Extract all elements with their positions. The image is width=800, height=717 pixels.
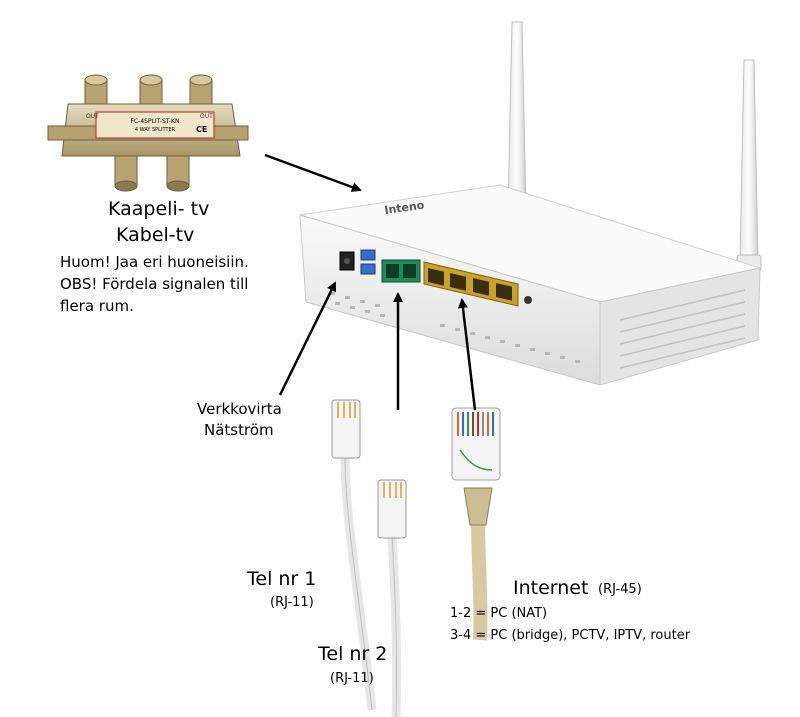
splitter-top-connectors — [84, 74, 213, 107]
connection-arrows — [264, 153, 477, 411]
splitter-note-sv-1: OBS! Fördela signalen till — [60, 275, 249, 293]
arrow-cable-tv — [264, 153, 362, 192]
cable-tv-label-fi: Kaapeli- tv — [108, 198, 210, 220]
splitter-port-label-left: OUT — [86, 113, 99, 120]
router-front-vents — [330, 292, 580, 363]
phone-cable-2 — [377, 479, 407, 717]
phone-cable-1 — [331, 399, 377, 711]
tel2-label: Tel nr 2 — [318, 643, 388, 665]
router-lan-ports — [423, 261, 519, 307]
ethernet-cable — [451, 407, 501, 641]
router-usb-port-1 — [360, 249, 376, 261]
splitter-sub-text: 4 WAY SPLITTER — [135, 127, 176, 133]
router-usb-port-2 — [360, 263, 376, 275]
power-label-fi: Verkkovirta — [197, 400, 282, 418]
splitter-ce-mark: CE — [196, 125, 207, 134]
router: Inteno — [299, 21, 762, 386]
lan-ports-1-2-note: 1-2 = PC (NAT) — [450, 606, 548, 621]
cable-tv-label-sv: Kabel-tv — [116, 224, 195, 246]
arrow-power — [278, 281, 337, 396]
internet-label: Internet — [513, 577, 589, 599]
splitter-port-label-right: OUT — [200, 113, 213, 120]
splitter-bottom-connectors — [114, 155, 190, 192]
router-side-vents — [619, 289, 746, 369]
router-phone-ports — [381, 259, 421, 283]
splitter-note-fi: Huom! Jaa eri huoneisiin. — [60, 253, 249, 271]
arrow-internet — [457, 298, 477, 411]
router-brand-logo: Inteno — [384, 198, 426, 217]
internet-connector-type: (RJ-45) — [598, 582, 642, 597]
router-reset-button — [524, 296, 532, 304]
tel1-connector-type: (RJ-11) — [270, 595, 314, 610]
splitter-note-sv-2: flera rum. — [60, 297, 134, 315]
power-label-sv: Nätström — [204, 421, 274, 439]
splitter-model-text: FC-4SPLIT-ST-KN — [131, 118, 180, 125]
tel2-connector-type: (RJ-11) — [330, 671, 374, 686]
cable-tv-splitter: FC-4SPLIT-ST-KN 4 WAY SPLITTER CE OUT OU… — [47, 74, 249, 192]
tel1-label: Tel nr 1 — [247, 568, 317, 590]
lan-ports-3-4-note: 3-4 = PC (bridge), PCTV, IPTV, router — [450, 628, 691, 643]
